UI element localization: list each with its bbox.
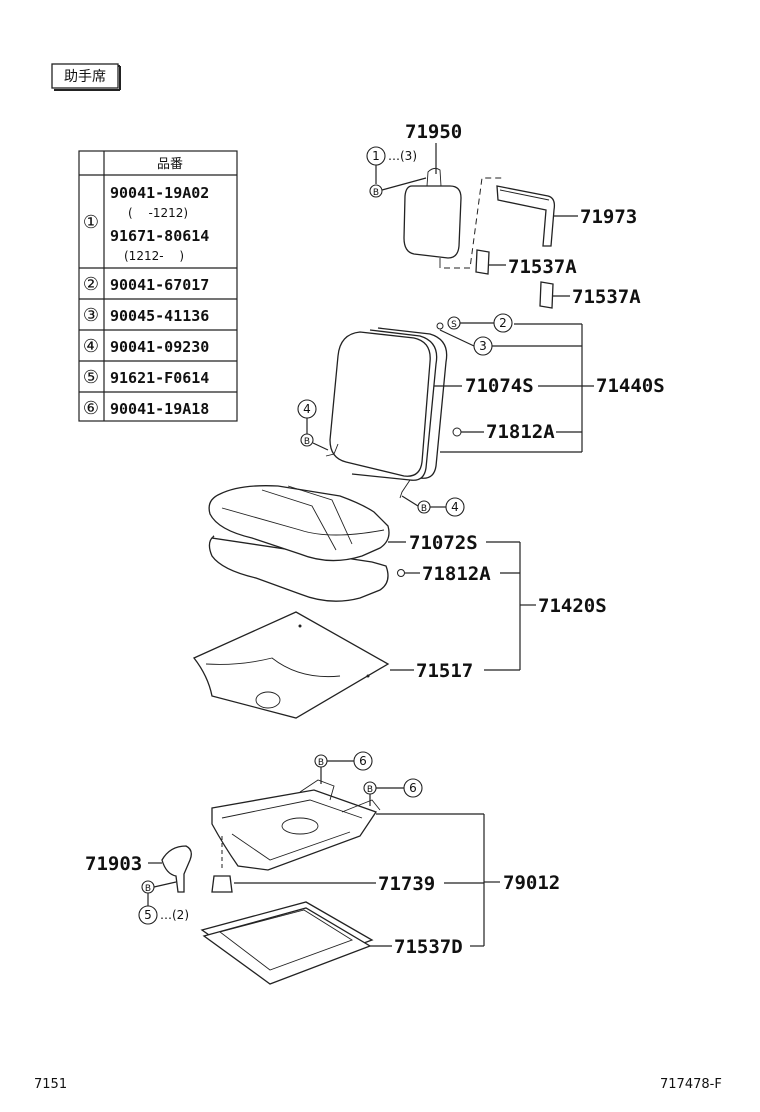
pad-71537A-1: [475, 249, 490, 275]
callout-71950: 71950: [405, 121, 462, 143]
marker-6b: [403, 778, 423, 798]
seat-cushion: [208, 485, 390, 602]
bolt-marker-label: B: [421, 504, 427, 514]
headrest: [403, 167, 462, 268]
position-label-text: 助手席: [64, 69, 106, 85]
callout-71537A-1: 71537A: [508, 256, 577, 278]
bolt-marker-label: B: [318, 758, 324, 768]
headrest-support: [496, 185, 556, 247]
clip-71739: [211, 875, 233, 893]
bolt-marker-label: B: [304, 437, 310, 447]
lever-71903: [161, 845, 192, 893]
table-key-3: ③: [83, 305, 99, 326]
table-cell: 91621-F0614: [110, 369, 209, 387]
table-cell: 90041-09230: [110, 338, 209, 356]
table-key-1: ①: [83, 212, 99, 233]
callout-71537D: 71537D: [394, 936, 463, 958]
table-cell: 90045-41136: [110, 307, 209, 325]
callout-71739: 71739: [378, 873, 435, 895]
table-key-4: ④: [83, 336, 99, 357]
table-cell-note: (1212- ): [124, 249, 184, 263]
bolt-marker-label: B: [367, 785, 373, 795]
marker-4b-label: 4: [451, 500, 459, 514]
table-key-6: ⑥: [83, 398, 99, 419]
pad-71537A-2: [539, 281, 554, 309]
table-cell-note: ( -1212): [128, 206, 188, 220]
marker-6a: [353, 751, 373, 771]
marker-6b-label: 6: [409, 781, 417, 795]
marker-1-qty: …(3): [388, 149, 417, 163]
marker-1-label: 1: [372, 149, 380, 163]
callout-71903: 71903: [85, 853, 142, 875]
table-cell: 90041-19A18: [110, 400, 209, 418]
bolt-marker: [369, 184, 383, 198]
callout-71420S: 71420S: [538, 595, 607, 617]
bolt-marker-label: B: [373, 188, 379, 198]
screw-marker-label: S: [451, 320, 457, 330]
marker-4a-label: 4: [303, 402, 311, 416]
seat-sheet-71517: [192, 611, 390, 719]
marker-2: [493, 313, 513, 333]
marker-5-qty: …(2): [160, 908, 189, 922]
callout-71973: 71973: [580, 206, 637, 228]
marker-5: [138, 905, 158, 925]
seat-frame-79012: [211, 779, 381, 871]
callout-79012: 79012: [503, 872, 560, 894]
footer-left-code: 7151: [34, 1077, 67, 1092]
footer-right-code: 717478-F: [660, 1077, 722, 1092]
callout-71074S: 71074S: [465, 375, 534, 397]
callout-71440S: 71440S: [596, 375, 665, 397]
callout-71072S: 71072S: [409, 532, 478, 554]
marker-3: [473, 336, 493, 356]
marker-4b: [445, 497, 465, 517]
table-cell: 90041-67017: [110, 276, 209, 294]
marker-6a-label: 6: [359, 754, 367, 768]
part-number-table: 品番 ① 90041-19A02 ( -1212) 91671-80614 (1…: [78, 150, 238, 422]
table-header: 品番: [157, 157, 183, 172]
callout-71537A-2: 71537A: [572, 286, 641, 308]
position-label: 助手席: [51, 63, 121, 91]
table-cell: 91671-80614: [110, 227, 209, 245]
seatback: [325, 327, 448, 499]
marker-5-label: 5: [144, 908, 152, 922]
callout-71812A-2: 71812A: [422, 563, 491, 585]
marker-2-label: 2: [499, 316, 507, 330]
bolt-marker-label: B: [145, 884, 151, 894]
table-cell: 90041-19A02: [110, 184, 209, 202]
bolt-marker: [300, 433, 314, 447]
table-key-2: ②: [83, 274, 99, 295]
table-key-5: ⑤: [83, 367, 99, 388]
callout-71517: 71517: [416, 660, 473, 682]
marker-3-label: 3: [479, 339, 487, 353]
callout-71812A-1: 71812A: [486, 421, 555, 443]
pad-71537D: [200, 901, 374, 985]
